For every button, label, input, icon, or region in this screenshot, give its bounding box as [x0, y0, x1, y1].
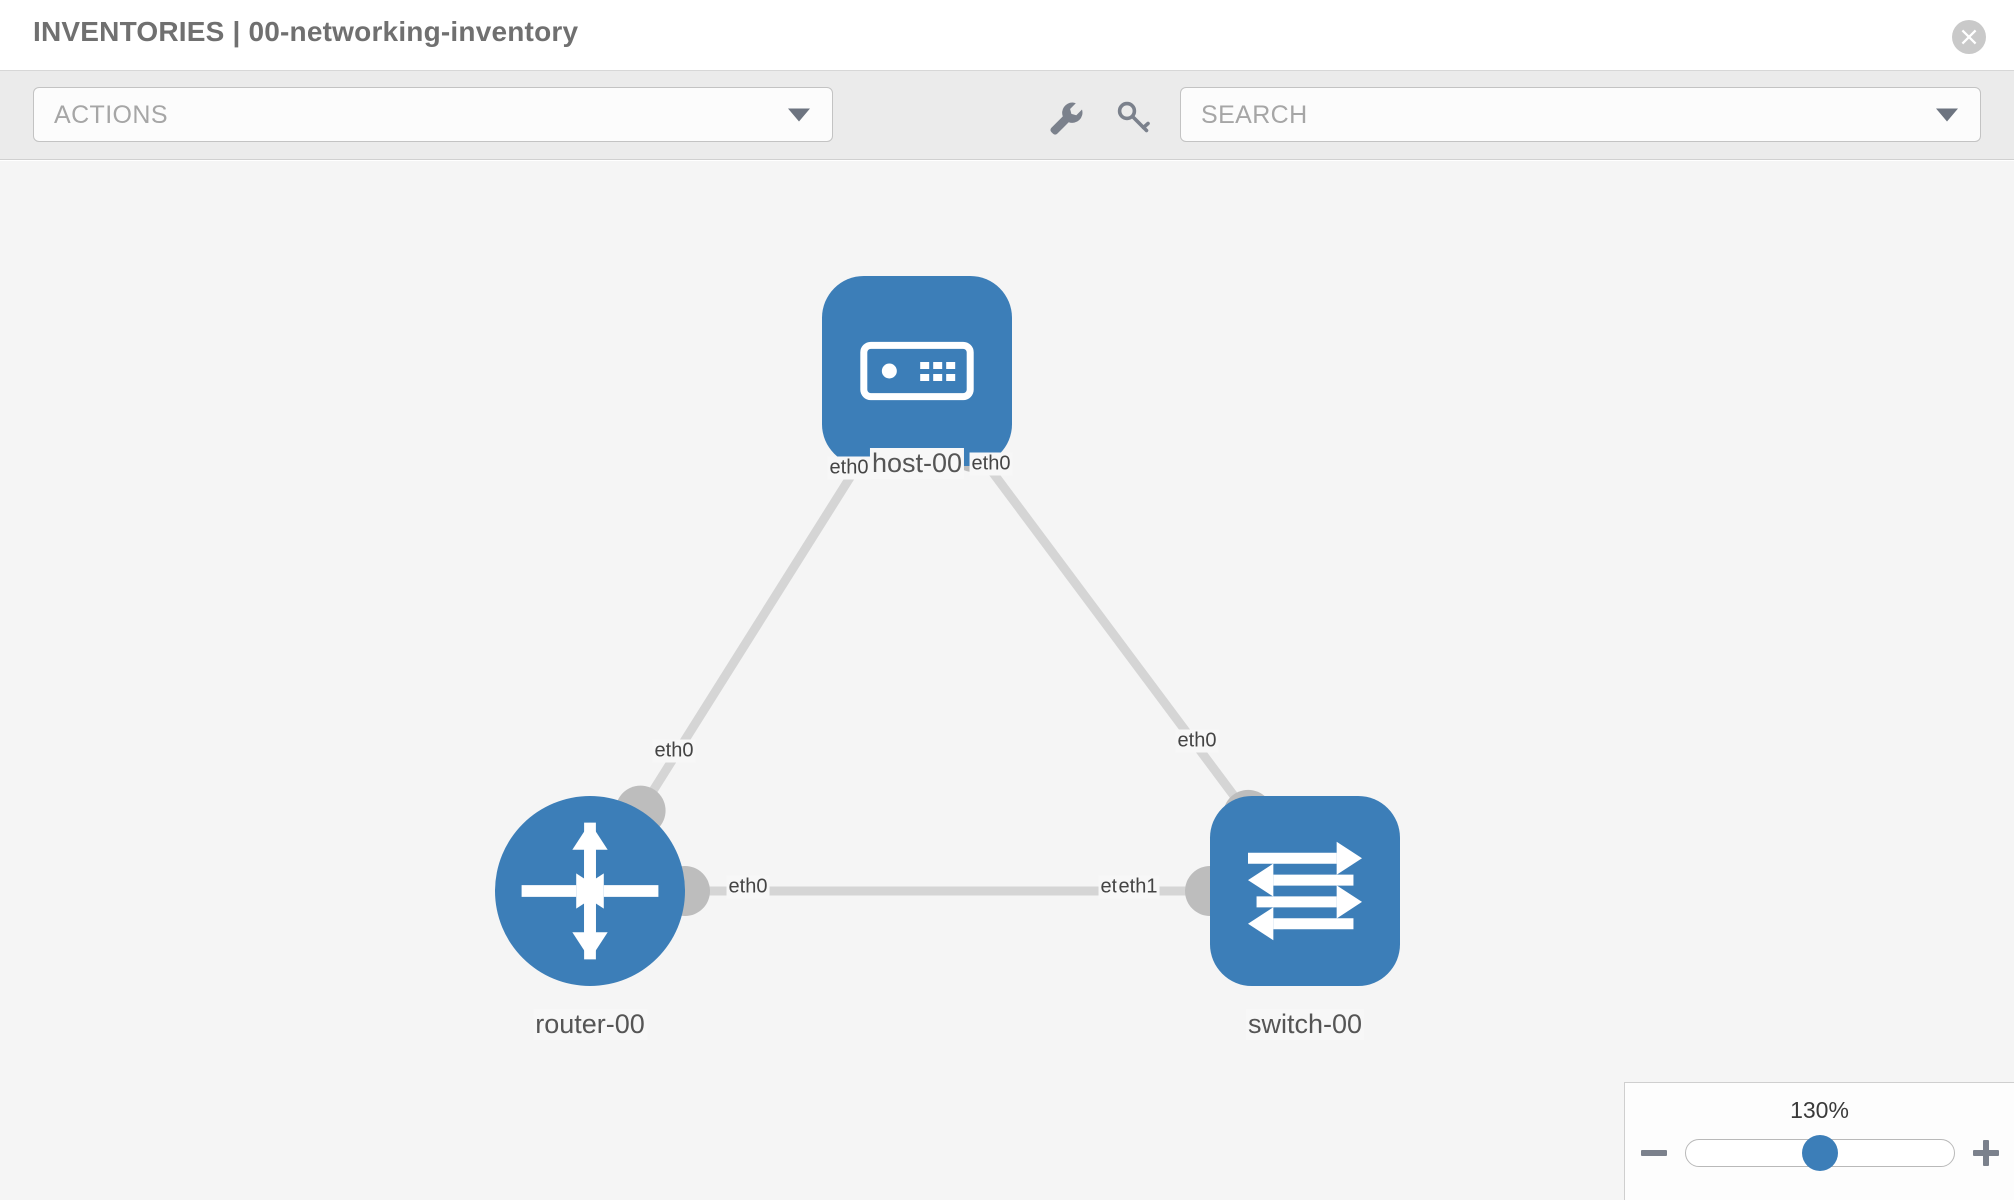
chevron-down-icon — [788, 108, 810, 121]
node-shape[interactable] — [1210, 796, 1400, 986]
server-icon — [860, 341, 974, 401]
close-icon[interactable] — [1952, 20, 1986, 54]
node-label-router-00: router-00 — [533, 1009, 647, 1040]
topology-nodes — [495, 276, 1400, 986]
node-label-switch-00: switch-00 — [1245, 1009, 1365, 1040]
key-icon[interactable] — [1112, 96, 1154, 138]
toolbar: ACTIONS SEARCH — [0, 71, 2014, 160]
zoom-level-value: 130% — [1790, 1097, 1849, 1123]
interface-label: eth0 — [726, 875, 770, 899]
page-title: INVENTORIES | 00-networking-inventory — [33, 16, 579, 47]
search-placeholder: SEARCH — [1201, 101, 1308, 129]
node-shape[interactable] — [822, 276, 1012, 466]
interface-label: eth0 — [652, 739, 696, 763]
wrench-icon[interactable] — [1044, 96, 1086, 138]
interface-label: eth0 — [827, 456, 871, 480]
topology-node-switch-00[interactable] — [1210, 796, 1400, 986]
chevron-down-icon[interactable] — [1936, 108, 1958, 121]
topology-node-router-00[interactable] — [495, 796, 685, 986]
zoom-slider-thumb[interactable] — [1801, 1135, 1838, 1171]
topology-canvas[interactable]: eth0eth0eth0eth0eth0eth0eth1host-00route… — [0, 161, 2014, 1200]
page-header: INVENTORIES | 00-networking-inventory — [0, 0, 2014, 71]
interface-label: eth1 — [1116, 875, 1160, 899]
search-input[interactable]: SEARCH — [1180, 87, 1981, 142]
actions-dropdown[interactable]: ACTIONS — [33, 87, 833, 142]
topology-graph[interactable] — [0, 161, 2014, 1200]
node-label-host-00: host-00 — [869, 448, 965, 479]
interface-label: eth0 — [969, 452, 1013, 476]
topology-endpoints — [615, 422, 1274, 916]
actions-dropdown-label: ACTIONS — [54, 101, 168, 129]
switch-arrows-icon — [1248, 841, 1362, 941]
topology-node-host-00[interactable] — [822, 276, 1012, 466]
zoom-control-panel: 130% — [1624, 1082, 2014, 1200]
zoom-out-button[interactable] — [1640, 1150, 1667, 1156]
zoom-in-button[interactable] — [1972, 1140, 1999, 1166]
zoom-slider-track[interactable] — [1684, 1135, 1955, 1171]
interface-label: eth0 — [1175, 729, 1219, 753]
router-arrows-icon — [521, 822, 659, 960]
